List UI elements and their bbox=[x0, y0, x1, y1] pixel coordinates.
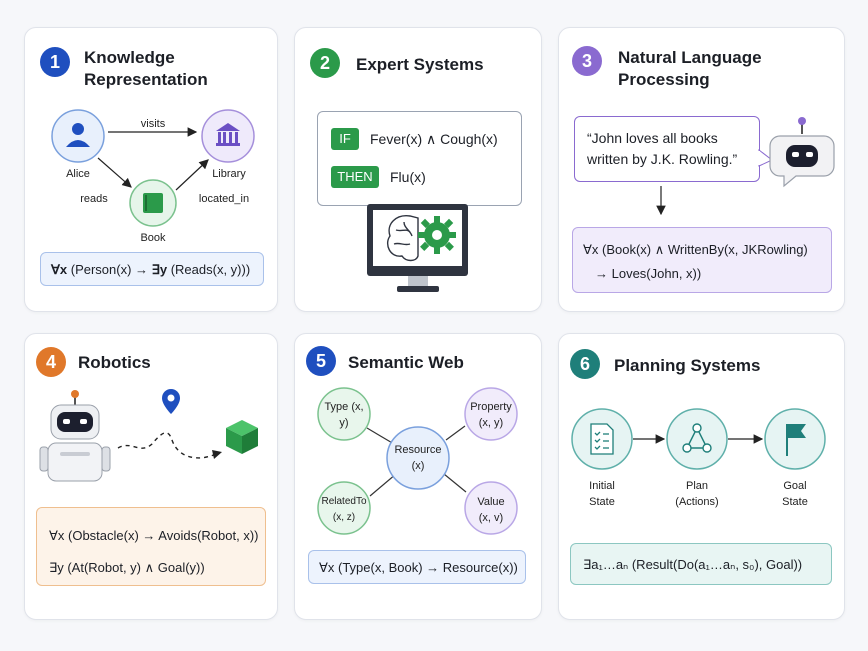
type-node bbox=[317, 387, 371, 441]
edge-visits-label: visits bbox=[140, 118, 166, 130]
card-2-number: 2 bbox=[310, 48, 340, 78]
if-condition: Fever(x) ∧ Cough(x) bbox=[370, 131, 498, 147]
card-6-formula: ∃a₁…aₙ (Result(Do(a₁…aₙ, s₀), Goal)) bbox=[570, 543, 832, 585]
plan-label: Plan (Actions) bbox=[675, 480, 719, 508]
library-icon bbox=[216, 123, 240, 146]
value-node bbox=[464, 481, 518, 535]
card-4-formula-line2: ∃y (At(Robot, y) ∧ Goal(y)) bbox=[49, 560, 205, 575]
network-icon bbox=[682, 423, 712, 453]
card-2-title: Expert Systems bbox=[356, 55, 484, 74]
book-icon bbox=[143, 193, 163, 213]
alice-node bbox=[51, 109, 105, 163]
card-4-title: Robotics bbox=[78, 353, 151, 372]
flag-icon bbox=[786, 424, 806, 456]
robot-icon bbox=[39, 390, 111, 482]
edge-located-in-label: located_in bbox=[198, 193, 250, 205]
book-label: Book bbox=[140, 232, 166, 244]
card-5-title: Semantic Web bbox=[348, 353, 464, 372]
nlp-quote-text: “John loves all books written by J.K. Ro… bbox=[587, 130, 738, 167]
card-1-formula-quant2: ∃y bbox=[151, 262, 168, 277]
speech-bubble: “John loves all books written by J.K. Ro… bbox=[574, 116, 760, 182]
card-6-title: Planning Systems bbox=[614, 356, 761, 375]
resource-node bbox=[386, 426, 450, 490]
library-label: Library bbox=[212, 168, 246, 180]
card-1-number: 1 bbox=[40, 47, 70, 77]
if-tag: IF bbox=[331, 128, 359, 150]
checklist-icon bbox=[590, 423, 614, 455]
card-4-formula: ∀x (Obstacle(x) → Avoids(Robot, x)) ∃y (… bbox=[36, 507, 266, 586]
initial-state-label: Initial State bbox=[589, 480, 615, 508]
then-tag: THEN bbox=[331, 166, 379, 188]
type-node-label: Type (x, y) bbox=[324, 401, 364, 429]
goal-state-node bbox=[764, 408, 826, 470]
goal-cube-icon bbox=[226, 420, 258, 454]
related-to-node bbox=[317, 481, 371, 535]
property-node bbox=[464, 387, 518, 441]
card-4-number: 4 bbox=[36, 347, 66, 377]
brain-icon bbox=[386, 215, 419, 262]
card-3-formula-line2: → Loves(John, x)) bbox=[595, 266, 702, 281]
rule-box bbox=[317, 111, 522, 206]
card-1-formula-part2: (Reads(x, y))) bbox=[167, 262, 251, 277]
card-1-title: Knowledge Representation bbox=[84, 48, 208, 89]
goal-state-label: Goal State bbox=[782, 480, 808, 508]
location-pin-icon bbox=[162, 389, 180, 414]
card-3-number: 3 bbox=[572, 46, 602, 76]
plan-node bbox=[666, 408, 728, 470]
resource-node-label: Resource (x) bbox=[394, 444, 442, 472]
card-4-formula-line1: ∀x (Obstacle(x) → Avoids(Robot, x)) bbox=[49, 528, 259, 543]
card-6-number: 6 bbox=[570, 349, 600, 379]
card-3-formula: ∀x (Book(x) ∧ WrittenBy(x, JKRowling) → … bbox=[572, 227, 832, 293]
then-conclusion: Flu(x) bbox=[390, 169, 426, 185]
card-3-formula-line1: ∀x (Book(x) ∧ WrittenBy(x, JKRowling) bbox=[583, 242, 808, 257]
person-icon bbox=[72, 123, 84, 135]
card-1-formula: ∀x (Person(x) → ∃y (Reads(x, y))) bbox=[40, 252, 264, 286]
property-node-label: Property (x, y) bbox=[470, 401, 512, 429]
card-1-formula-quant: ∀x bbox=[51, 262, 68, 277]
value-node-label: Value (x, v) bbox=[477, 496, 505, 524]
card-1-formula-part: (Person(x) → bbox=[67, 262, 152, 277]
alice-label: Alice bbox=[66, 168, 90, 180]
card-5-number: 5 bbox=[306, 346, 336, 376]
robot-path bbox=[117, 432, 217, 459]
edge-reads-label: reads bbox=[80, 193, 108, 205]
related-to-node-label: RelatedTo (x, z) bbox=[321, 496, 367, 523]
library-node bbox=[201, 109, 255, 163]
card-3-title: Natural Language Processing bbox=[618, 48, 762, 89]
card-5-formula: ∀x (Type(x, Book) → Resource(x)) bbox=[308, 550, 526, 584]
